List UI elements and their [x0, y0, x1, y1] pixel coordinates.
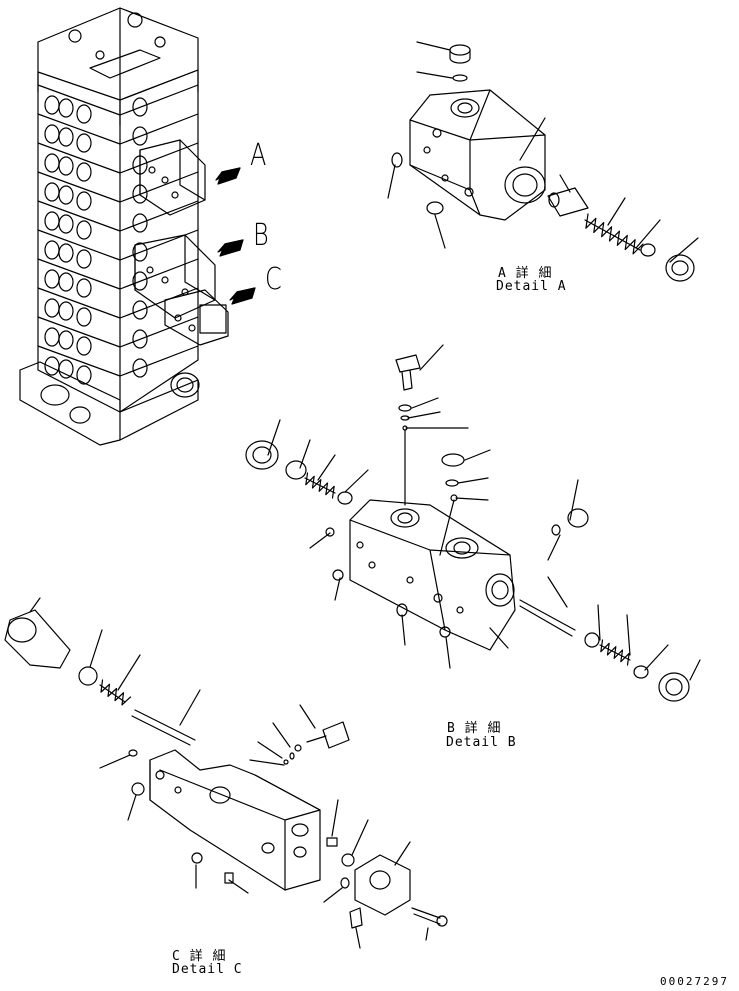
detail-b-parts [245, 344, 701, 702]
detail-a-caption-en: Detail A [496, 279, 567, 294]
detail-b-caption-en: Detail B [446, 735, 517, 750]
callout-c-label: C [265, 262, 282, 297]
detail-a-parts [387, 41, 699, 282]
detail-a-caption-jp: A 詳 細 [498, 266, 553, 281]
detail-b-caption-jp: B 詳 細 [447, 721, 502, 736]
callout-b-label: B [253, 218, 269, 253]
document-number: 00027297 [660, 975, 729, 988]
detail-c-parts [4, 597, 448, 949]
callout-a-label: A [250, 138, 267, 173]
detail-c-caption-jp: C 詳 細 [172, 949, 227, 964]
control-valve-assembly [19, 7, 229, 446]
detail-c-caption-en: Detail C [172, 962, 243, 977]
callout-arrows [215, 167, 256, 305]
